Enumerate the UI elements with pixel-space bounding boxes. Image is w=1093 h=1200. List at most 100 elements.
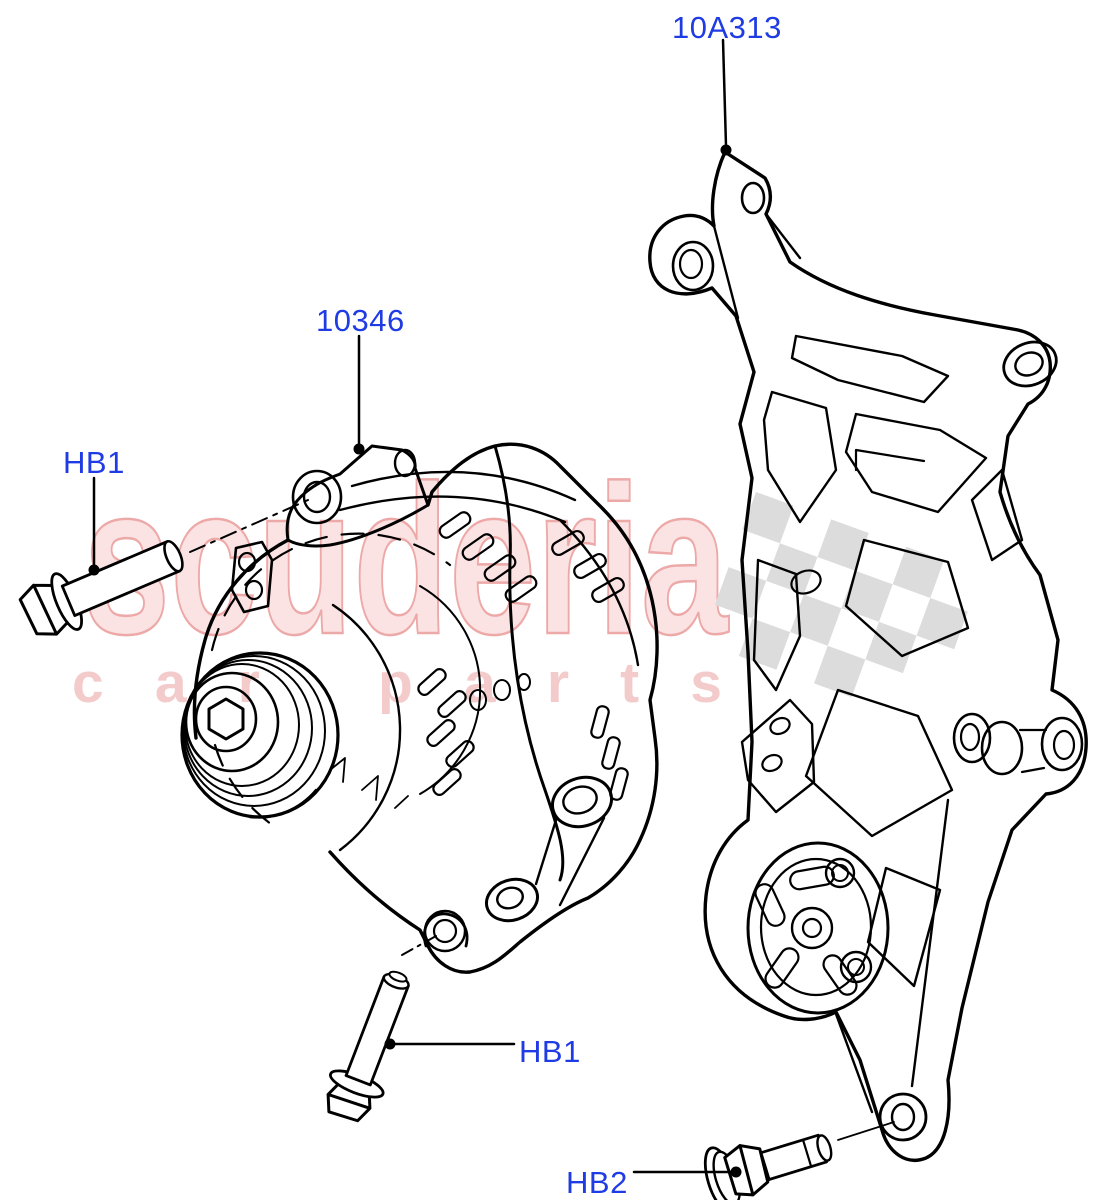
checker-cell [814, 645, 866, 698]
checker-cell [742, 491, 794, 544]
bolt-tip [163, 539, 184, 573]
watermark-title: scuderia [83, 441, 730, 678]
bolt-collar [801, 1138, 813, 1168]
side-boss-hole [959, 722, 981, 752]
pulley-hex-socket [207, 697, 245, 741]
leader-10A313 [721, 38, 728, 148]
checker-cell [916, 597, 968, 650]
disc-hub-hole [801, 917, 823, 939]
left-ear [230, 540, 274, 614]
side-boss [952, 712, 1048, 776]
bracket-top-rib [712, 212, 802, 320]
disc-outer [746, 841, 890, 1015]
small-hole [761, 753, 783, 773]
rear-lug-outer [485, 877, 539, 923]
side-boss-rear [952, 712, 992, 764]
pulley-hub [194, 685, 258, 753]
fan-arc-lower [213, 743, 282, 832]
disc-slot [789, 865, 835, 891]
leader-dots [88, 144, 742, 1178]
bolt-hb1-upper [18, 539, 184, 636]
line-art [18, 38, 1088, 1200]
stator-arc [350, 470, 577, 502]
checker-cell [892, 546, 944, 598]
alternator-housing-outline-lower [328, 442, 659, 974]
alternator-drawing [180, 442, 659, 974]
vent-slots-lower [417, 668, 629, 801]
disc-slot [764, 947, 800, 989]
label-10346[interactable]: 10346 [316, 303, 405, 338]
rotor-claw-lines [329, 757, 409, 809]
small-hole [769, 716, 791, 736]
bracket-eyelet-hole [302, 480, 332, 514]
label-hb2[interactable]: HB2 [566, 1165, 628, 1200]
hole-plate [740, 698, 816, 814]
small-hole [790, 569, 822, 595]
stator-arc [338, 495, 567, 524]
bottom-eyelet-hole [890, 1102, 916, 1132]
side-eyelet-hole [1052, 729, 1076, 761]
bolt-hb2 [703, 1133, 833, 1200]
front-ring-arc [331, 603, 402, 852]
bracket-drawing [648, 150, 1088, 1162]
rear-lug-outer [551, 775, 613, 829]
side-eyelet-ring [1040, 716, 1084, 772]
checker-flag [714, 491, 968, 698]
face-hole [493, 679, 511, 701]
rear-lug-hole [562, 785, 598, 815]
checker-cell [738, 618, 791, 670]
bolt-shaft [759, 1133, 828, 1181]
boss-outer [671, 240, 715, 292]
bolt-hb1-lower [326, 970, 410, 1123]
disc-ring [759, 857, 873, 997]
label-10A313[interactable]: 10A313 [672, 10, 782, 45]
pulley-depth-arc [248, 788, 318, 819]
leader-lines [92, 38, 895, 1174]
watermark-title-group: scuderia [82, 440, 731, 680]
disc-hub [790, 906, 834, 950]
pulley-groove [182, 655, 326, 807]
rear-lugs [485, 775, 613, 923]
checker-cell [817, 519, 869, 571]
alternator-housing-outline [192, 538, 290, 740]
checker-cell [766, 543, 818, 595]
centerline-hb1-lower [401, 935, 437, 956]
bolt-tip [816, 1134, 833, 1162]
centerline-hb2 [837, 1121, 895, 1141]
checker-cell [790, 594, 842, 646]
upper-right-eyelet-ring [1002, 340, 1058, 388]
centerline-hb1-upper [189, 499, 309, 553]
disc-hole [839, 950, 873, 984]
bolt-tip-pilot [388, 970, 408, 983]
leader-dot-hb1-lower [384, 1038, 396, 1050]
side-boss-front [980, 720, 1024, 776]
bottom-arm-rib [834, 798, 950, 1114]
checker-cell [841, 570, 893, 622]
face-hole [469, 689, 487, 711]
bottom-lug-ring [423, 909, 467, 953]
label-hb1-upper[interactable]: HB1 [63, 445, 125, 480]
rear-lug-link [534, 816, 606, 907]
disc-hole-inner [847, 958, 865, 976]
bolt-hex-head [723, 1144, 770, 1197]
label-hb1-lower[interactable]: HB1 [519, 1034, 581, 1069]
bolt-shaft [344, 975, 410, 1087]
ear-hole [244, 579, 264, 601]
disc-slot [754, 883, 786, 927]
callout-labels: 10A313 10346 HB1 HB1 HB2 [63, 10, 782, 1200]
bottom-disc [746, 841, 890, 1015]
rear-lug-hole [496, 886, 524, 910]
disc-slot [822, 954, 858, 996]
leader-dot-hb2 [730, 1166, 742, 1178]
vent-slots-upper [438, 511, 625, 604]
upper-right-eyelet-hole [1014, 351, 1044, 377]
alternator-rear-mount [493, 444, 565, 882]
bracket-cutouts [752, 334, 1024, 988]
bracket-tab-hole [740, 181, 766, 215]
bracket-outline [648, 150, 1088, 1162]
face-hole [517, 673, 531, 691]
pulley-face [184, 671, 280, 773]
leader-dot-10A313 [720, 144, 732, 156]
disc-hole [824, 857, 856, 889]
